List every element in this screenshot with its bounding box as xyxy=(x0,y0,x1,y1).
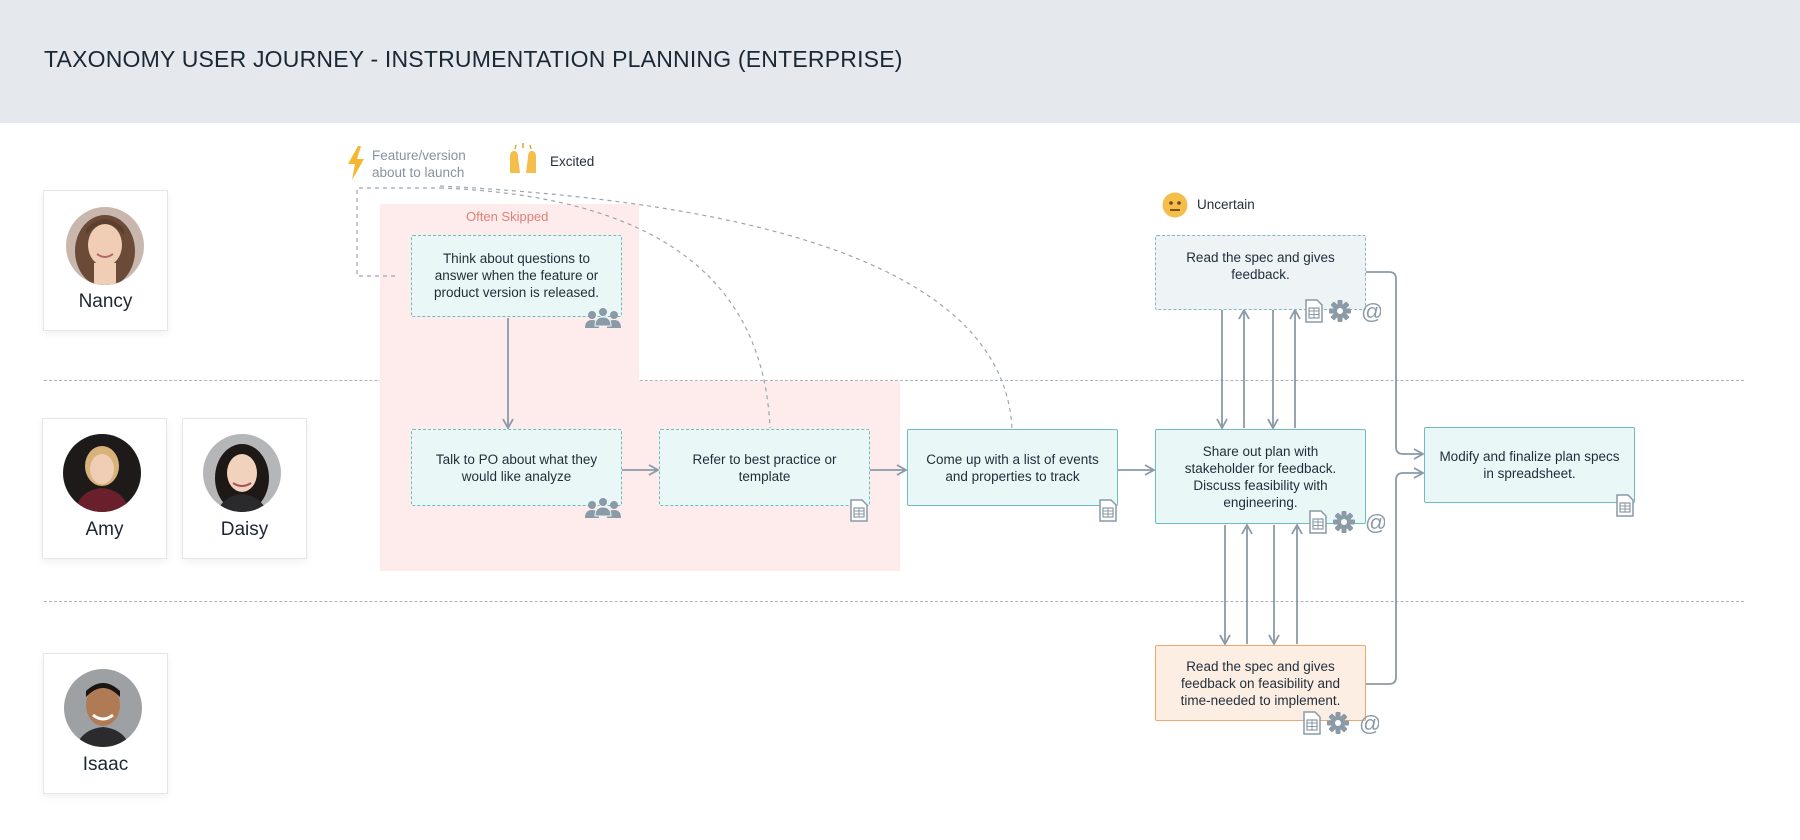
spreadsheet-icon xyxy=(850,499,868,522)
step-feasibility-text: Read the spec and gives feedback on feas… xyxy=(1180,658,1341,708)
trigger-loop-line xyxy=(356,187,440,277)
avatar-amy xyxy=(63,434,141,512)
lightning-bolt-icon xyxy=(348,146,364,180)
avatar-isaac xyxy=(64,669,142,747)
arrow-read-to-modify xyxy=(1365,271,1425,460)
group-icon xyxy=(585,307,621,328)
spreadsheet-icon xyxy=(1616,494,1634,517)
persona-card-daisy: Daisy xyxy=(182,418,307,559)
spreadsheet-icon xyxy=(1305,299,1323,323)
gear-icon xyxy=(1327,712,1349,734)
step-talk-to-po: Talk to PO about what they would like an… xyxy=(411,429,622,506)
raised-hands-emoji-icon xyxy=(510,143,536,173)
step-best-practice: Refer to best practice or template xyxy=(659,429,870,506)
step-read-spec-text: Read the spec and gives feedback. xyxy=(1186,250,1335,282)
lane-divider-2 xyxy=(44,601,1744,602)
spreadsheet-icon xyxy=(1303,711,1321,735)
trigger-text-line1: Feature/version xyxy=(372,148,466,163)
svg-text:@: @ xyxy=(1361,299,1381,324)
dashed-curve-to-best-practice xyxy=(439,187,771,429)
often-skipped-label: Often Skipped xyxy=(466,209,549,224)
spreadsheet-icon xyxy=(1309,510,1327,534)
step-list-events-text: Come up with a list of events and proper… xyxy=(926,451,1099,484)
persona-name-amy: Amy xyxy=(85,519,124,540)
lane-divider-1 xyxy=(44,380,1744,381)
uncertain-label: Uncertain xyxy=(1197,197,1255,212)
step-talk-to-po-text: Talk to PO about what they would like an… xyxy=(435,451,598,484)
step-think-questions: Think about questions to answer when the… xyxy=(411,235,622,317)
page-title: TAXONOMY USER JOURNEY - INSTRUMENTATION … xyxy=(44,46,903,72)
feasibility-tools: @ xyxy=(1303,710,1381,736)
step-feasibility: Read the spec and gives feedback on feas… xyxy=(1155,645,1366,721)
step-modify-plan: Modify and finalize plan specs in spread… xyxy=(1424,427,1635,503)
persona-card-isaac: Isaac xyxy=(43,653,168,794)
gear-icon xyxy=(1329,300,1351,322)
persona-name-daisy: Daisy xyxy=(220,519,269,540)
trigger-text-line2: about to launch xyxy=(372,165,465,180)
step-think-questions-text: Think about questions to answer when the… xyxy=(433,251,600,300)
header-bar: TAXONOMY USER JOURNEY - INSTRUMENTATION … xyxy=(0,0,1800,123)
avatar-daisy xyxy=(203,434,281,512)
at-sign-icon: @ xyxy=(1361,299,1383,324)
persona-name-isaac: Isaac xyxy=(82,754,129,775)
persona-card-amy: Amy xyxy=(42,418,167,559)
avatar-nancy xyxy=(66,207,144,285)
dashed-curve-to-list-events xyxy=(439,185,1013,429)
step-modify-plan-text: Modify and finalize plan specs in spread… xyxy=(1439,449,1620,481)
persona-name-nancy: Nancy xyxy=(78,291,133,312)
step-share-plan-text: Share out plan with stakeholder for feed… xyxy=(1184,443,1337,510)
at-sign-icon: @ xyxy=(1365,510,1387,535)
trigger-text: Feature/version about to launch xyxy=(372,147,466,181)
share-plan-tools: @ xyxy=(1309,509,1387,535)
neutral-face-emoji-icon xyxy=(1162,192,1188,218)
excited-label: Excited xyxy=(550,154,595,169)
svg-text:@: @ xyxy=(1365,510,1385,535)
read-spec-tools: @ xyxy=(1305,298,1383,324)
arrow-feas-to-modify xyxy=(1365,467,1425,685)
step-list-events: Come up with a list of events and proper… xyxy=(907,429,1118,506)
persona-card-nancy: Nancy xyxy=(43,190,168,331)
step-read-spec: Read the spec and gives feedback. xyxy=(1155,235,1366,310)
step-best-practice-text: Refer to best practice or template xyxy=(692,451,837,484)
at-sign-icon: @ xyxy=(1359,711,1381,736)
spreadsheet-icon xyxy=(1099,499,1117,522)
gear-icon xyxy=(1333,511,1355,533)
svg-text:@: @ xyxy=(1359,711,1379,736)
group-icon xyxy=(585,497,621,518)
step-share-plan: Share out plan with stakeholder for feed… xyxy=(1155,429,1366,524)
